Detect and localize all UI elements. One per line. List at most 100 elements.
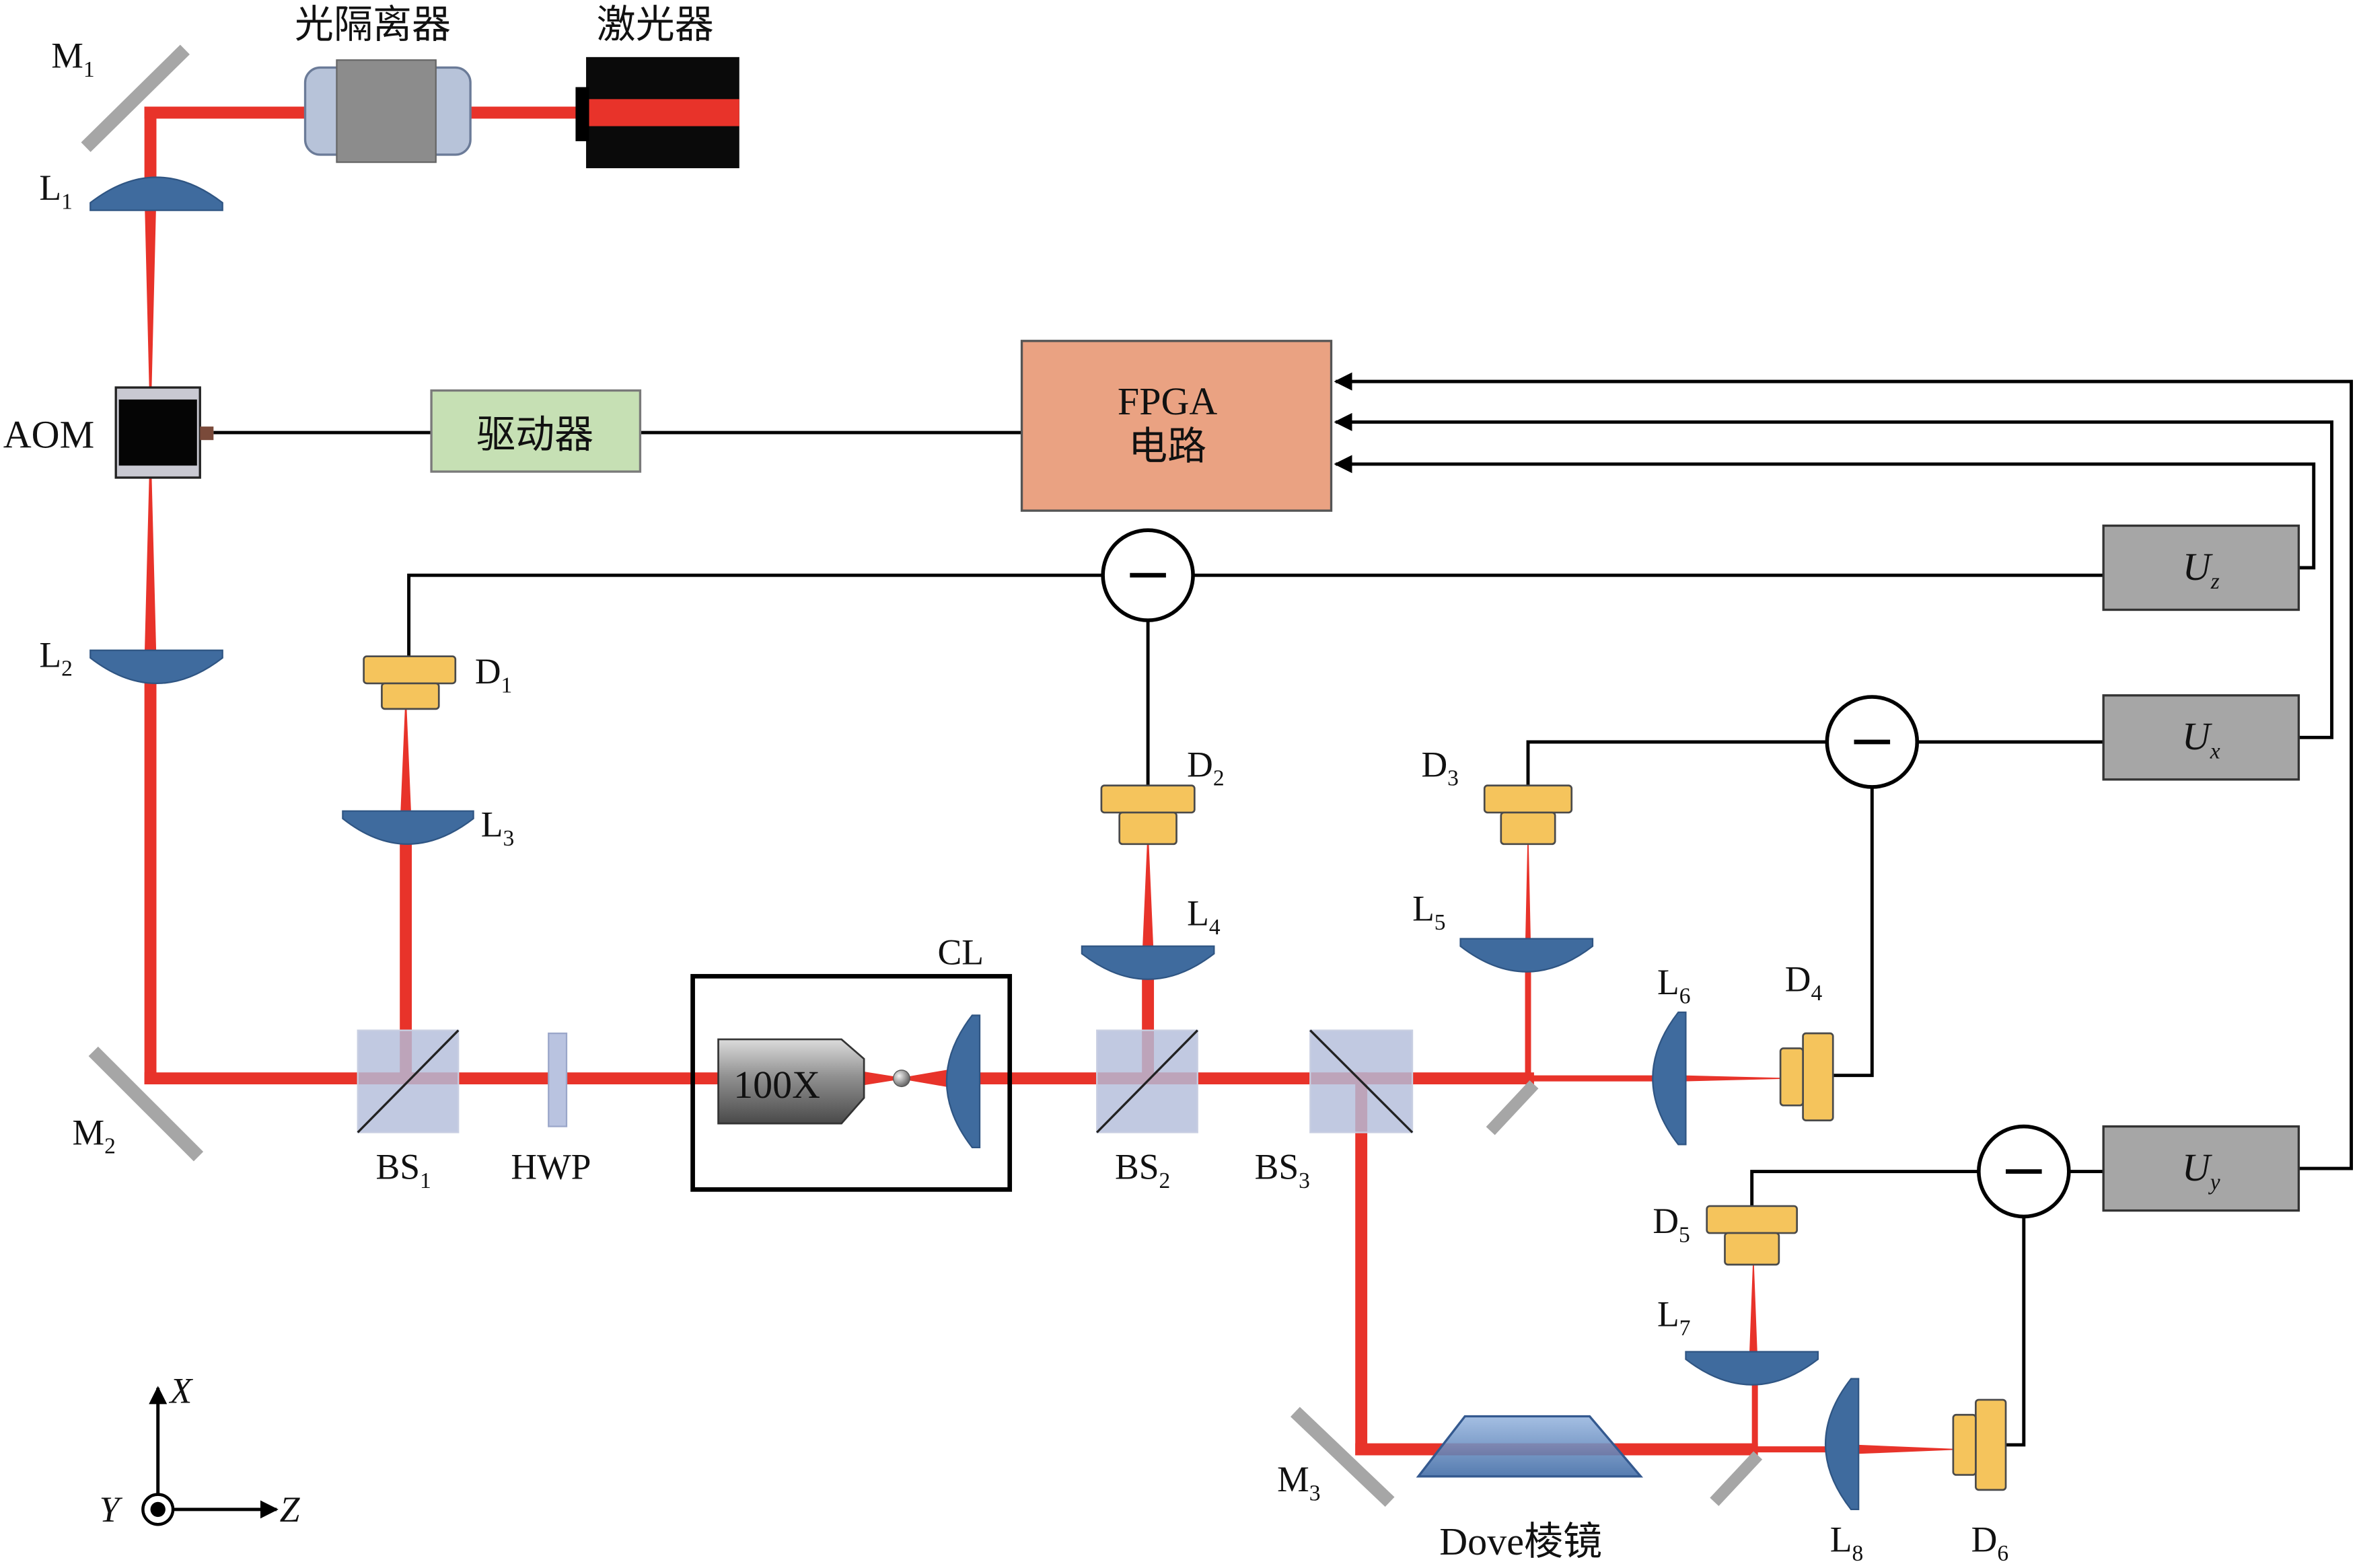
objective-label: 100X xyxy=(733,1063,820,1107)
l5-label-letter: L xyxy=(1412,889,1435,929)
aom-modulator xyxy=(114,386,214,479)
l5-label: L5 xyxy=(1412,889,1445,935)
l2-label-index: 2 xyxy=(61,657,73,681)
driver-box xyxy=(430,389,642,473)
d5-head xyxy=(1706,1205,1799,1234)
l5-label-index: 5 xyxy=(1435,910,1446,935)
laser-aperture xyxy=(575,87,589,141)
laser xyxy=(575,57,739,169)
trap-chamber-frame xyxy=(690,973,1013,1192)
l6-label-letter: L xyxy=(1657,962,1679,1002)
uy-label-index: y xyxy=(2208,1170,2220,1195)
subtractor-x xyxy=(1825,695,1920,789)
bs1-label: BS1 xyxy=(375,1147,431,1193)
m2-label: M2 xyxy=(72,1112,115,1158)
feedback-ux-to-fpga-arrow xyxy=(1334,412,2333,739)
y-axis-dot-icon xyxy=(150,1501,166,1518)
d2-head xyxy=(1100,784,1196,814)
uy-label: Uy xyxy=(2182,1146,2220,1195)
l1-label-letter: L xyxy=(39,167,61,208)
wire-d3-to-subtractor-x xyxy=(1526,740,1827,786)
dove-prism-label: Dove棱镜 xyxy=(1439,1520,1602,1563)
d1-label-letter: D xyxy=(475,651,501,692)
wire-d4-to-subtractor-x xyxy=(1833,786,1874,1078)
d5-window xyxy=(1724,1232,1780,1266)
lens-l8 xyxy=(1824,1378,1860,1511)
lens-l7 xyxy=(1685,1351,1819,1386)
bs3-label-index: 3 xyxy=(1299,1168,1310,1193)
l4-label-letter: L xyxy=(1187,893,1209,933)
beam-bead-to-cl xyxy=(901,1069,950,1088)
detector-d2 xyxy=(1100,784,1196,846)
l1-label: L1 xyxy=(39,167,72,214)
d6-label: D6 xyxy=(1971,1519,2008,1565)
d5-label: D5 xyxy=(1653,1201,1690,1247)
hwp-label: HWP xyxy=(511,1147,591,1187)
pickoff-mirror-x xyxy=(1486,1080,1539,1135)
half-wave-plate xyxy=(548,1033,568,1127)
beam-objective-focus xyxy=(859,1070,902,1086)
d4-label-index: 4 xyxy=(1811,981,1823,1006)
l2-label-letter: L xyxy=(39,634,61,675)
l7-label: L7 xyxy=(1657,1294,1690,1341)
aom-label: AOM xyxy=(3,412,94,456)
objective-lens xyxy=(717,1038,865,1125)
l8-label-letter: L xyxy=(1830,1519,1852,1559)
feedback-uz-to-fpga-arrow xyxy=(1334,455,2316,570)
d2-label-letter: D xyxy=(1187,744,1213,784)
d3-label-letter: D xyxy=(1421,744,1447,784)
d1-label: D1 xyxy=(475,651,512,698)
m1-label: M1 xyxy=(51,35,94,81)
l8-label-index: 8 xyxy=(1852,1541,1864,1566)
bs1-label-letter: BS xyxy=(375,1147,420,1187)
laser-beams xyxy=(144,106,1953,1456)
detector-d1 xyxy=(363,655,457,710)
bs3-coating xyxy=(1309,1029,1414,1133)
lens-l4 xyxy=(1081,945,1215,980)
d1-head xyxy=(363,655,457,685)
d4-head xyxy=(1802,1032,1834,1121)
dove-prism xyxy=(1416,1415,1644,1478)
trapped-particle xyxy=(892,1070,910,1088)
bs1-coating xyxy=(357,1029,460,1133)
beam-l7-to-d5 xyxy=(1749,1264,1758,1367)
mirror-m3 xyxy=(1290,1407,1395,1507)
d6-label-index: 6 xyxy=(1997,1541,2008,1566)
l1-label-index: 1 xyxy=(61,189,73,214)
detector-d3 xyxy=(1483,784,1573,846)
pickoff-mirror-y xyxy=(1710,1451,1763,1506)
d1-label-index: 1 xyxy=(501,673,513,698)
d6-window xyxy=(1952,1413,1977,1476)
m2-label-index: 2 xyxy=(104,1134,116,1159)
coordinate-axes: X Z Y xyxy=(100,1370,301,1529)
detector-d6 xyxy=(1952,1398,2007,1491)
l3-label-letter: L xyxy=(481,805,503,845)
m3-label-letter: M xyxy=(1277,1459,1309,1499)
l6-label-index: 6 xyxy=(1679,983,1691,1008)
uy-label-letter: U xyxy=(2182,1146,2213,1189)
aom-crystal xyxy=(118,399,197,466)
beam-splitter-bs3 xyxy=(1309,1029,1414,1133)
beam-splitter-bs2 xyxy=(1096,1029,1198,1133)
subtractor-y xyxy=(1977,1124,2071,1219)
signal-box-uy xyxy=(2102,1125,2300,1212)
fpga-label-line1: FPGA xyxy=(1118,379,1217,423)
bs2-label-letter: BS xyxy=(1115,1147,1159,1187)
l7-label-index: 7 xyxy=(1679,1316,1691,1341)
beam-l3-to-d1 xyxy=(400,708,412,829)
beam-l4-to-d2 xyxy=(1142,844,1155,961)
lens-l5 xyxy=(1459,938,1594,973)
subtractor-z xyxy=(1101,528,1195,622)
d3-window xyxy=(1500,811,1556,846)
bs3-label-letter: BS xyxy=(1255,1147,1299,1187)
l7-label-letter: L xyxy=(1657,1294,1679,1335)
x-axis-label: X xyxy=(169,1370,194,1411)
lens-l3 xyxy=(342,810,474,845)
wire-d6-to-subtractor-y xyxy=(2006,1216,2026,1447)
d2-label-index: 2 xyxy=(1213,766,1225,791)
bs2-label-index: 2 xyxy=(1159,1168,1171,1193)
laser-label: 激光器 xyxy=(597,3,714,46)
m1-label-index: 1 xyxy=(83,57,95,82)
beam-l1-to-aom xyxy=(144,192,157,403)
